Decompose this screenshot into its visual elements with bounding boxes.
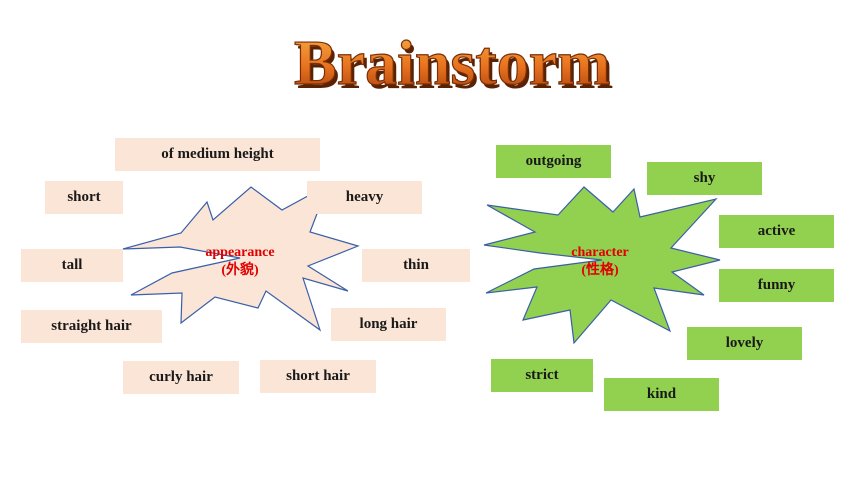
appearance-star-shape xyxy=(122,183,360,332)
word-curly-hair: curly hair xyxy=(123,361,239,394)
appearance-burst xyxy=(120,183,360,333)
character-label: character (性格) xyxy=(550,244,650,280)
brainstorm-title: Brainstorm Brainstorm xyxy=(290,22,613,102)
title-text: Brainstorm xyxy=(294,27,610,98)
appearance-label-en: appearance xyxy=(205,245,275,260)
word-shy: shy xyxy=(647,162,762,195)
word-kind: kind xyxy=(604,378,719,411)
word-thin: thin xyxy=(362,249,470,282)
word-outgoing: outgoing xyxy=(496,145,611,178)
word-active: active xyxy=(719,215,834,248)
word-heavy: heavy xyxy=(307,181,422,214)
word-funny: funny xyxy=(719,269,834,302)
word-lovely: lovely xyxy=(687,327,802,360)
character-label-cn: (性格) xyxy=(581,263,619,278)
word-short-hair: short hair xyxy=(260,360,376,393)
word-short: short xyxy=(45,181,123,214)
word-long-hair: long hair xyxy=(331,308,446,341)
appearance-label-cn: (外貌) xyxy=(221,263,259,278)
word-straight-hair: straight hair xyxy=(21,310,162,343)
title-shadow: Brainstorm xyxy=(297,31,613,102)
appearance-label: appearance (外貌) xyxy=(190,244,290,280)
word-of-medium-height: of medium height xyxy=(115,138,320,171)
word-strict: strict xyxy=(491,359,593,392)
character-burst xyxy=(482,185,722,345)
character-label-en: character xyxy=(571,245,629,260)
character-star-shape xyxy=(483,186,721,345)
word-tall: tall xyxy=(21,249,123,282)
